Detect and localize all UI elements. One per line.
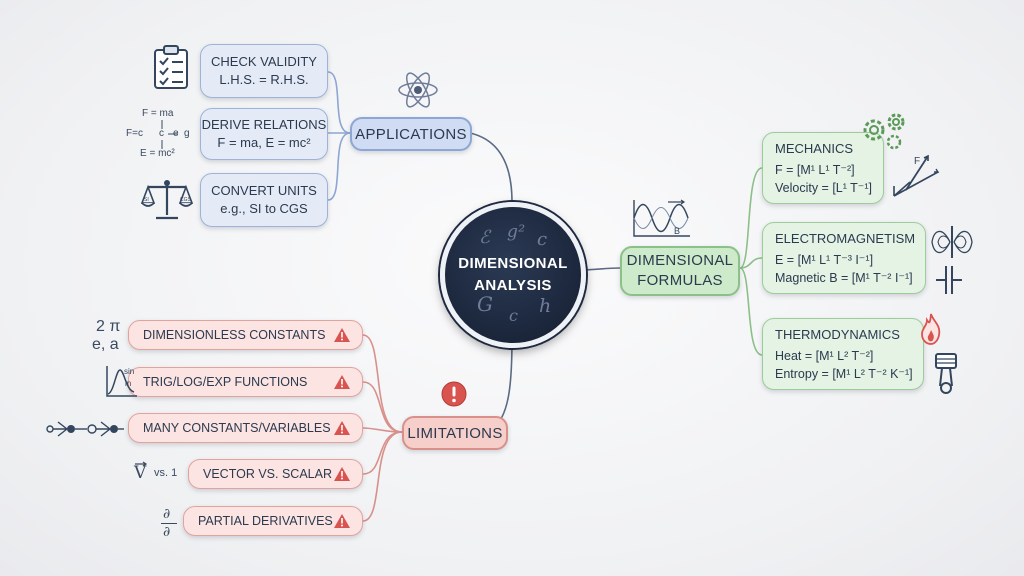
partial-bottom: ∂: [163, 524, 171, 540]
connector-form-3: [739, 267, 763, 356]
app-convert-units-title: CONVERT UNITS: [211, 183, 317, 198]
capacitor-icon: [936, 266, 962, 294]
connector-form-2: [739, 257, 763, 269]
relation-icon-g: g: [184, 128, 190, 139]
wave-icon: B: [633, 199, 690, 237]
vector-icon-v: V: [134, 463, 147, 483]
app-check-validity-detail: L.H.S. = R.H.S.: [219, 72, 309, 87]
formula-mechanics-line1: F = [M¹ L¹ T⁻²]: [775, 162, 855, 177]
symbol-1: ℰ: [479, 227, 491, 248]
formula-electromagnetism-title: ELECTROMAGNETISM: [775, 230, 916, 246]
vector-arrow-icon: [135, 461, 148, 467]
symbol-6: h: [539, 295, 552, 317]
lim-vector-scalar-label: VECTOR VS. SCALAR: [203, 467, 332, 481]
formula-mechanics[interactable]: MECHANICS F = [M¹ L¹ T⁻²] Velocity = [L¹…: [762, 132, 884, 204]
lim-partial-derivatives-label: PARTIAL DERIVATIVES: [198, 514, 333, 528]
lim-many-constants-label: MANY CONSTANTS/VARIABLES: [143, 421, 331, 435]
variable-flow-icon: [46, 421, 124, 437]
app-derive-relations[interactable]: DERIVE RELATIONS F = ma, E = mc²: [200, 108, 328, 160]
force-axes-icon: F: [893, 154, 940, 197]
formulas-label-line1: DIMENSIONAL: [626, 252, 734, 269]
connector-lim-1: [362, 334, 403, 433]
balance-scale-icon: SI CGS: [140, 180, 194, 220]
formulas-label-line2: FORMULAS: [637, 272, 723, 289]
central-topic[interactable]: ℰ g² c G c h DIMENSIONAL ANALYSIS: [440, 202, 586, 348]
connector-lim-5: [362, 431, 403, 522]
force-label: F: [914, 156, 920, 167]
function-curve-icon: sin ln: [106, 366, 137, 397]
constants-icon-top: 2 π: [96, 318, 121, 335]
vector-icon-scalar: vs. 1: [154, 467, 178, 479]
limitations-hub[interactable]: LIMITATIONS: [402, 416, 508, 450]
function-icon-ln: ln: [125, 379, 131, 388]
warning-triangle-icon: [334, 421, 350, 435]
constants-icon-bottom: e, a: [92, 336, 119, 353]
symbol-2: g²: [507, 222, 526, 242]
warning-triangle-icon: [334, 467, 350, 481]
central-title-line1: DIMENSIONAL: [458, 255, 568, 272]
formula-mechanics-line2: Velocity = [L¹ T⁻¹]: [775, 180, 873, 195]
scale-si-label: SI: [144, 197, 149, 203]
relation-icon-top: F = ma: [142, 108, 174, 119]
formula-thermodynamics-line2: Entropy = [M¹ L² T⁻² K⁻¹]: [775, 366, 913, 381]
formula-thermodynamics[interactable]: THERMODYNAMICS Heat = [M¹ L² T⁻²] Entrop…: [762, 318, 924, 390]
symbol-5: c: [509, 306, 519, 325]
app-derive-relations-detail: F = ma, E = mc²: [217, 135, 311, 150]
relation-icon-left: F=c: [126, 128, 143, 139]
clipboard-checklist-icon: [154, 45, 188, 89]
constants-icon: 2 π e, a: [88, 318, 128, 356]
flame-icon: [921, 313, 941, 345]
app-convert-units[interactable]: CONVERT UNITS e.g., SI to CGS: [200, 173, 328, 227]
applications-label: APPLICATIONS: [355, 125, 467, 143]
formula-mechanics-title: MECHANICS: [775, 140, 854, 156]
warning-triangle-icon: [334, 375, 350, 389]
connector-center-applications: [469, 132, 513, 203]
wave-label: B: [674, 226, 680, 236]
atom-icon: [398, 72, 438, 108]
lim-trig-log-exp[interactable]: TRIG/LOG/EXP FUNCTIONS: [128, 367, 363, 397]
function-icon-sin: sin: [124, 367, 134, 376]
formula-thermodynamics-title: THERMODYNAMICS: [775, 326, 900, 342]
relation-icon-bottom: E = mc²: [140, 148, 175, 159]
connector-form-1: [739, 167, 763, 269]
connector-app-3: [327, 132, 351, 201]
limitations-label: LIMITATIONS: [407, 424, 503, 442]
lim-vector-scalar[interactable]: VECTOR VS. SCALAR: [188, 459, 363, 489]
warning-triangle-icon: [334, 328, 350, 342]
formula-electromagnetism[interactable]: ELECTROMAGNETISM E = [M¹ L¹ T⁻³ I⁻¹] Mag…: [762, 222, 926, 294]
formulas-hub[interactable]: DIMENSIONAL FORMULAS: [620, 246, 740, 296]
symbol-4: G: [477, 292, 494, 316]
lim-dimensionless-constants[interactable]: DIMENSIONLESS CONSTANTS: [128, 320, 363, 350]
partial-top: ∂: [163, 506, 171, 522]
gears-icon: [863, 113, 905, 150]
vector-icon: V vs. 1: [132, 461, 188, 487]
relation-icon-mid: c: [159, 128, 164, 139]
lim-trig-log-exp-label: TRIG/LOG/EXP FUNCTIONS: [143, 375, 308, 389]
formula-electromagnetism-line1: E = [M¹ L¹ T⁻³ I⁻¹]: [775, 252, 874, 267]
partial-derivative-icon: ∂ ∂: [160, 506, 180, 542]
fraction-bar: [161, 523, 177, 524]
connector-lim-2: [362, 381, 403, 433]
warning-triangle-icon: [334, 514, 350, 528]
formula-electromagnetism-line2: Magnetic B = [M¹ T⁻² I⁻¹]: [775, 270, 913, 285]
app-check-validity-title: CHECK VALIDITY: [211, 54, 317, 69]
lim-partial-derivatives[interactable]: PARTIAL DERIVATIVES: [183, 506, 363, 536]
relation-arrows-icon: [161, 120, 178, 149]
app-check-validity[interactable]: CHECK VALIDITY L.H.S. = R.H.S.: [200, 44, 328, 98]
app-derive-relations-title: DERIVE RELATIONS: [201, 117, 327, 132]
central-title-line2: ANALYSIS: [474, 277, 552, 294]
relation-network-icon: F = ma F=c c e g E = mc²: [126, 108, 192, 162]
lim-many-constants[interactable]: MANY CONSTANTS/VARIABLES: [128, 413, 363, 443]
piston-icon: [935, 353, 957, 394]
alert-circle-icon: [441, 381, 467, 407]
symbol-3: c: [537, 229, 548, 250]
app-convert-units-detail: e.g., SI to CGS: [220, 201, 308, 216]
applications-hub[interactable]: APPLICATIONS: [350, 117, 472, 151]
lim-dimensionless-constants-label: DIMENSIONLESS CONSTANTS: [143, 328, 326, 342]
scale-cgs-label: CGS: [180, 197, 192, 203]
connector-app-1: [327, 71, 351, 134]
magnetic-field-icon: [931, 226, 973, 258]
formula-thermodynamics-line1: Heat = [M¹ L² T⁻²]: [775, 348, 874, 363]
